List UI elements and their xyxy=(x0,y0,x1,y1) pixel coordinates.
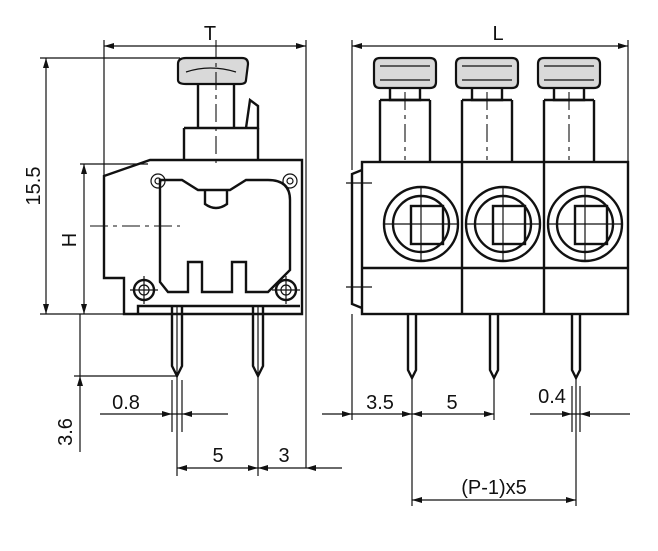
side-pins xyxy=(170,306,265,379)
dim-label-15-5: 15.5 xyxy=(23,167,45,206)
side-view: T 15.5 H 3.6 0.8 5 3 xyxy=(23,23,342,476)
front-housing xyxy=(346,160,630,316)
front-dimension-lines xyxy=(322,40,630,506)
dim-label-3-6: 3.6 xyxy=(55,418,77,446)
front-pins xyxy=(406,314,582,381)
dim-label-0-4: 0.4 xyxy=(538,386,566,408)
dim-label-H: H xyxy=(59,233,81,247)
front-wire-entries xyxy=(382,185,624,263)
dim-label-front-5: 5 xyxy=(446,392,457,414)
side-lever xyxy=(176,40,260,168)
dim-label-3-5: 3.5 xyxy=(366,392,394,414)
front-buttons xyxy=(372,56,602,162)
side-housing xyxy=(90,158,304,316)
front-view: L 3.5 5 0.4 (P-1)x5 xyxy=(322,23,630,506)
dim-label-P-1-x5: (P-1)x5 xyxy=(461,477,527,499)
dim-label-T: T xyxy=(204,23,216,45)
dim-label-3: 3 xyxy=(278,445,289,467)
side-dimension-lines xyxy=(40,40,342,476)
dim-label-L: L xyxy=(492,23,503,45)
dim-label-0-8: 0.8 xyxy=(112,392,140,414)
dim-label-side-5: 5 xyxy=(212,445,223,467)
